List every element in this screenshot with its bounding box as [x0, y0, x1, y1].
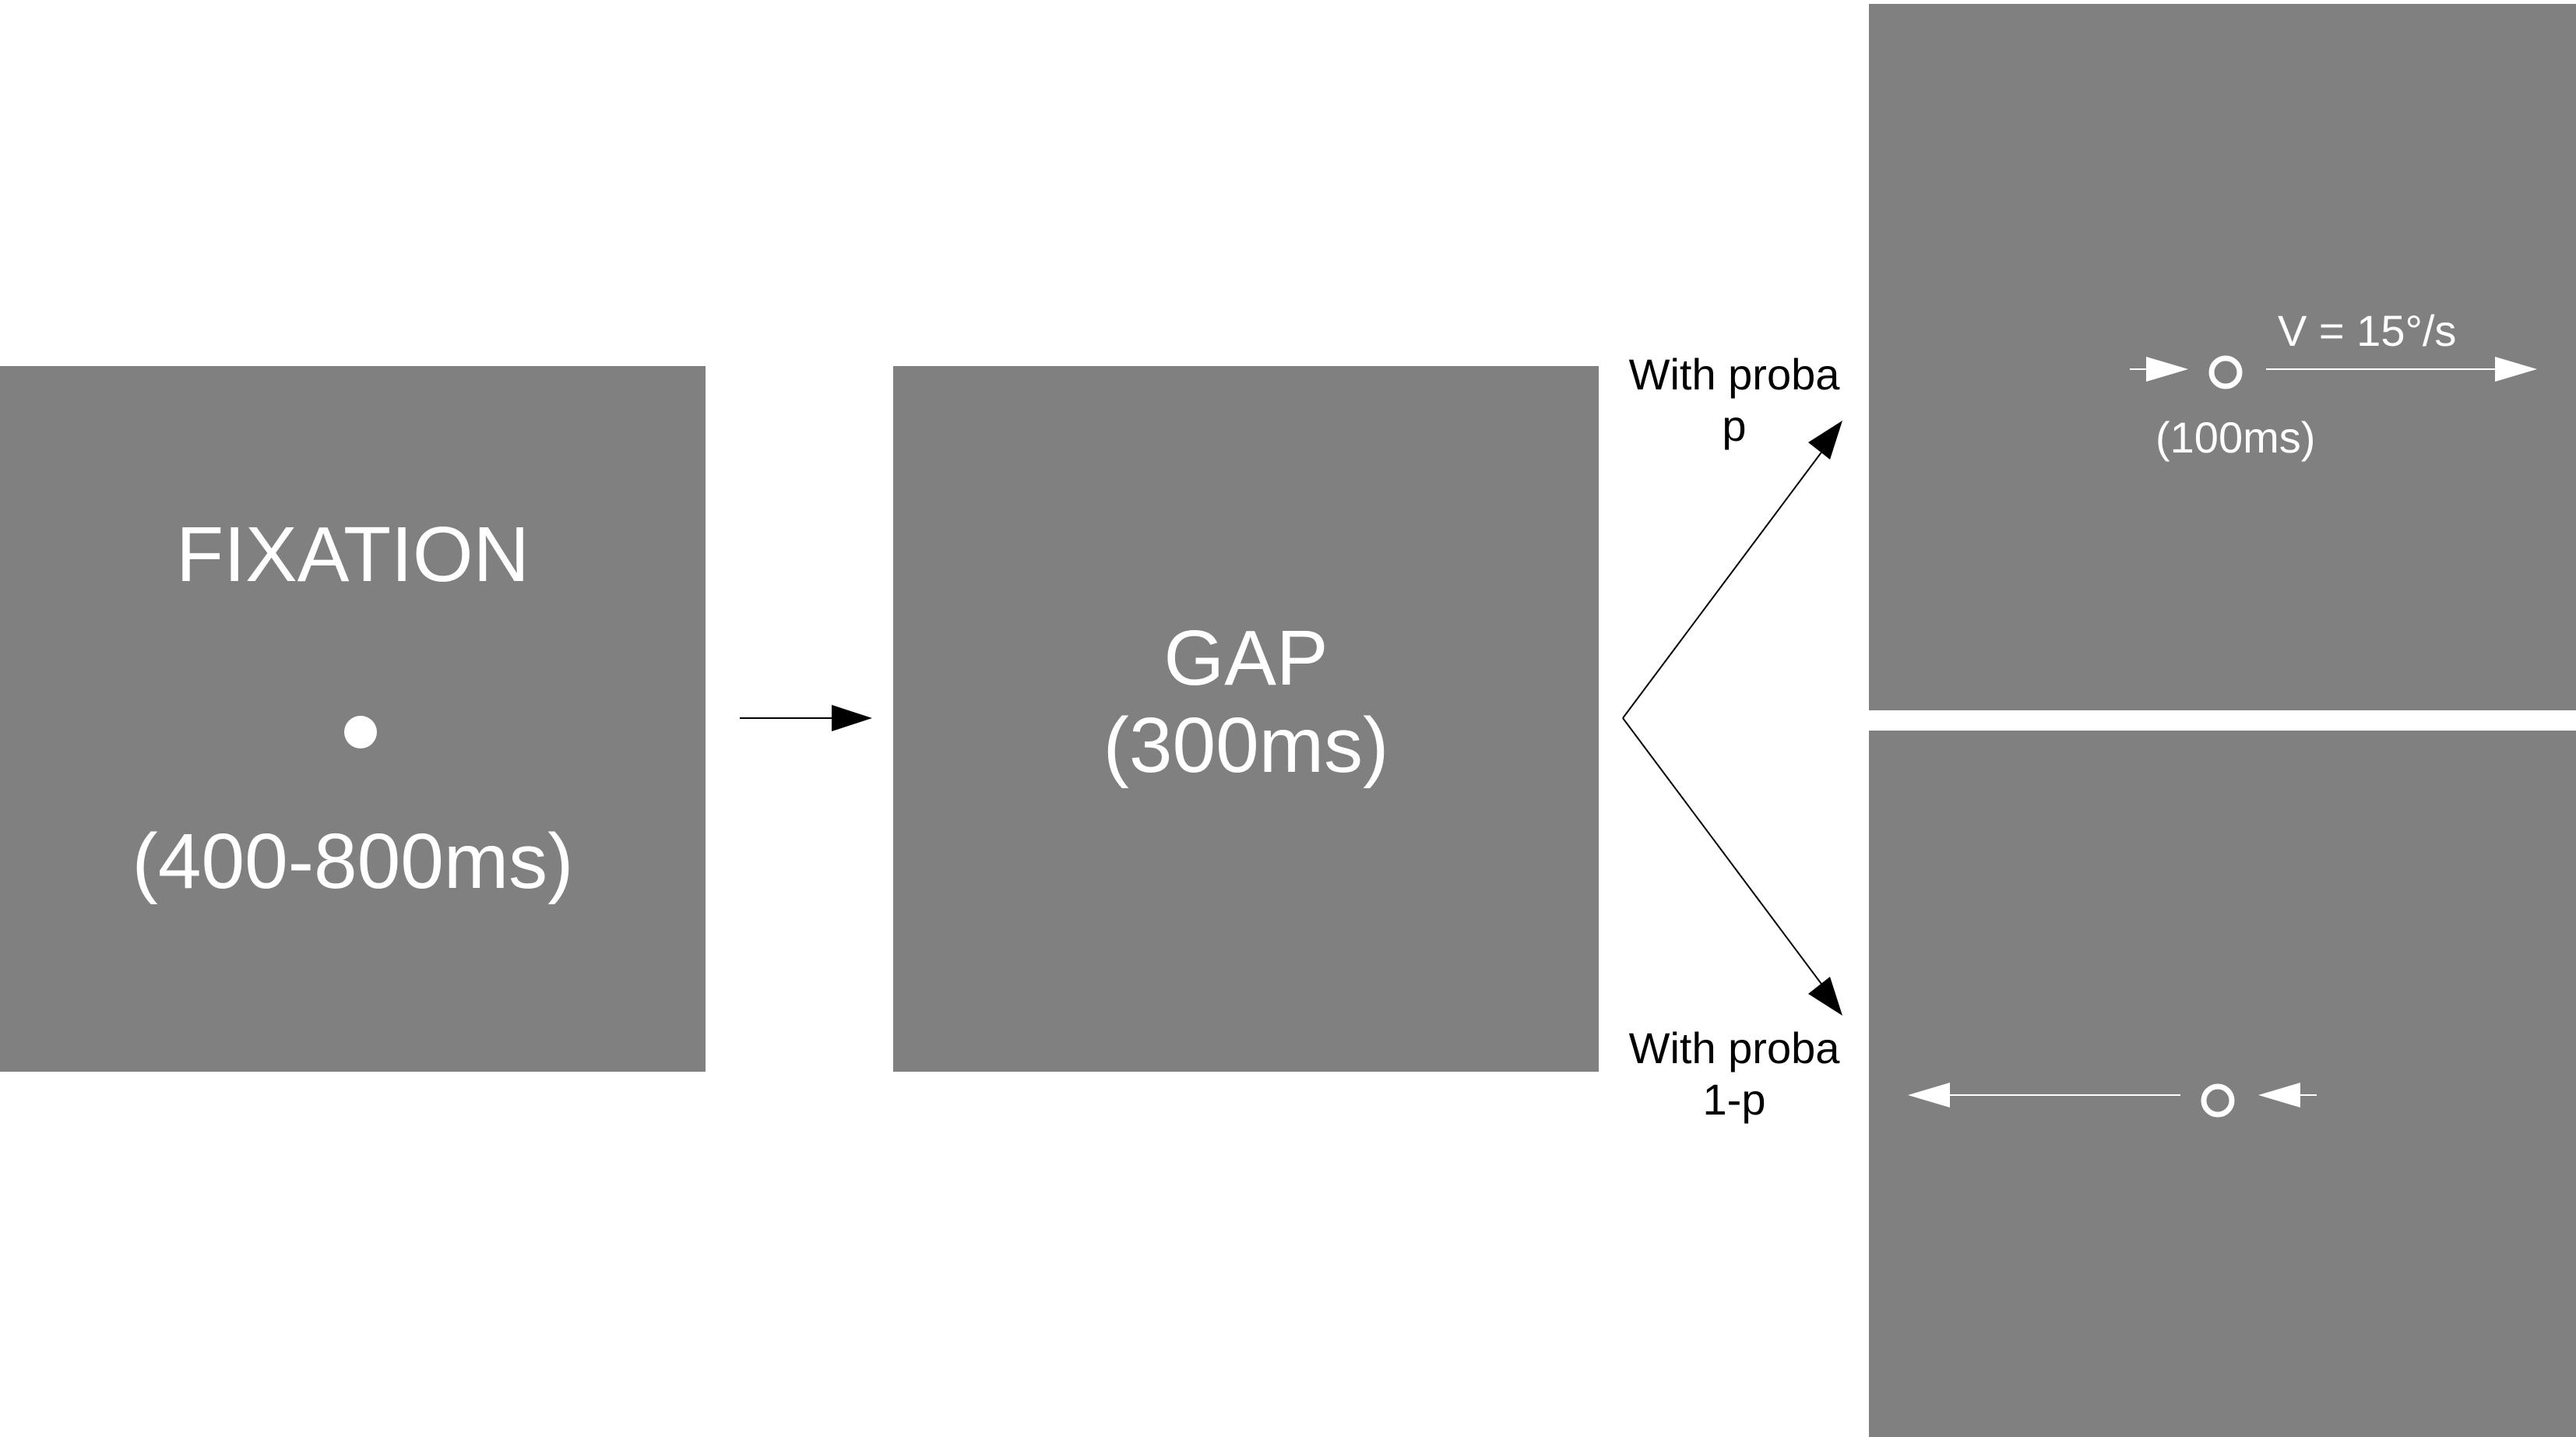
- target-panel-rightward: V = 15°/s (100ms): [1869, 4, 2576, 710]
- fixation-dot: [344, 716, 377, 748]
- fixation-to-gap-arrow: [740, 705, 872, 731]
- target-panel-leftward: [1869, 731, 2576, 1437]
- gap-title: GAP: [1163, 615, 1328, 702]
- probability-p-label: With proba p: [1628, 350, 1840, 450]
- branch-arrow-bottom: [1622, 717, 1842, 1016]
- fixation-panel: FIXATION (400-800ms): [0, 366, 706, 1072]
- gap-duration: (300ms): [1103, 702, 1389, 789]
- fixation-duration: (400-800ms): [132, 818, 574, 905]
- target-duration-label: (100ms): [2155, 413, 2316, 462]
- fixation-title: FIXATION: [176, 511, 530, 598]
- branch-arrow-top: [1622, 421, 1842, 719]
- velocity-label: V = 15°/s: [2278, 306, 2457, 355]
- gap-panel: GAP (300ms): [893, 366, 1599, 1072]
- probability-1-p-label: With proba 1-p: [1628, 1023, 1840, 1124]
